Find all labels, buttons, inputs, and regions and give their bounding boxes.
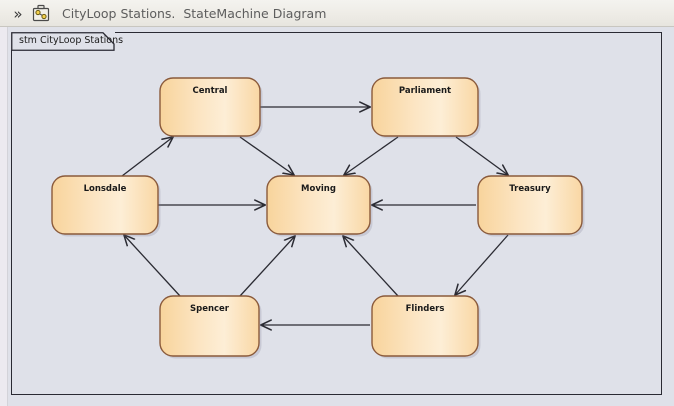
state-box[interactable] xyxy=(266,175,371,235)
frame-tab: stm CityLoop Stations xyxy=(11,32,123,51)
state-label: Treasury xyxy=(509,184,551,194)
state-box[interactable] xyxy=(159,77,261,137)
state-box[interactable] xyxy=(371,295,479,357)
state-label: Parliament xyxy=(399,86,451,96)
transition-flinders-to-moving[interactable] xyxy=(343,236,399,297)
transition-parliament-to-moving[interactable] xyxy=(344,136,399,175)
window-title: CityLoop Stations. StateMachine Diagram xyxy=(62,6,327,21)
window-titlebar: » CityLoop Stations. StateMachine Diagra… xyxy=(0,0,674,27)
state-flinders[interactable]: Flinders xyxy=(371,295,481,359)
transition-spencer-to-moving[interactable] xyxy=(239,236,295,297)
state-label: Spencer xyxy=(190,304,230,314)
double-chevron-right-icon[interactable]: » xyxy=(13,5,23,23)
state-spencer[interactable]: Spencer xyxy=(159,295,262,359)
state-lonsdale[interactable]: Lonsdale xyxy=(51,175,161,237)
state-label: Central xyxy=(193,86,228,96)
transition-lonsdale-to-central[interactable] xyxy=(121,137,173,177)
state-moving[interactable]: Moving xyxy=(266,175,373,237)
transitions-layer xyxy=(121,107,509,325)
state-label: Lonsdale xyxy=(84,184,127,194)
transition-central-to-moving[interactable] xyxy=(239,136,294,175)
state-treasury[interactable]: Treasury xyxy=(477,175,585,237)
state-label: Moving xyxy=(301,184,336,194)
state-box[interactable] xyxy=(51,175,159,235)
canvas-gutter xyxy=(0,27,8,406)
state-label: Flinders xyxy=(406,304,445,314)
state-parliament[interactable]: Parliament xyxy=(371,77,481,139)
state-box[interactable] xyxy=(159,295,260,357)
transition-spencer-to-lonsdale[interactable] xyxy=(124,235,181,297)
state-box[interactable] xyxy=(371,77,479,137)
statemachine-diagram-icon[interactable] xyxy=(31,4,51,23)
transition-treasury-to-flinders[interactable] xyxy=(455,234,509,295)
state-central[interactable]: Central xyxy=(159,77,263,139)
frame-tab-label: stm CityLoop Stations xyxy=(19,35,124,46)
transition-parliament-to-treasury[interactable] xyxy=(455,136,508,175)
state-box[interactable] xyxy=(477,175,583,235)
